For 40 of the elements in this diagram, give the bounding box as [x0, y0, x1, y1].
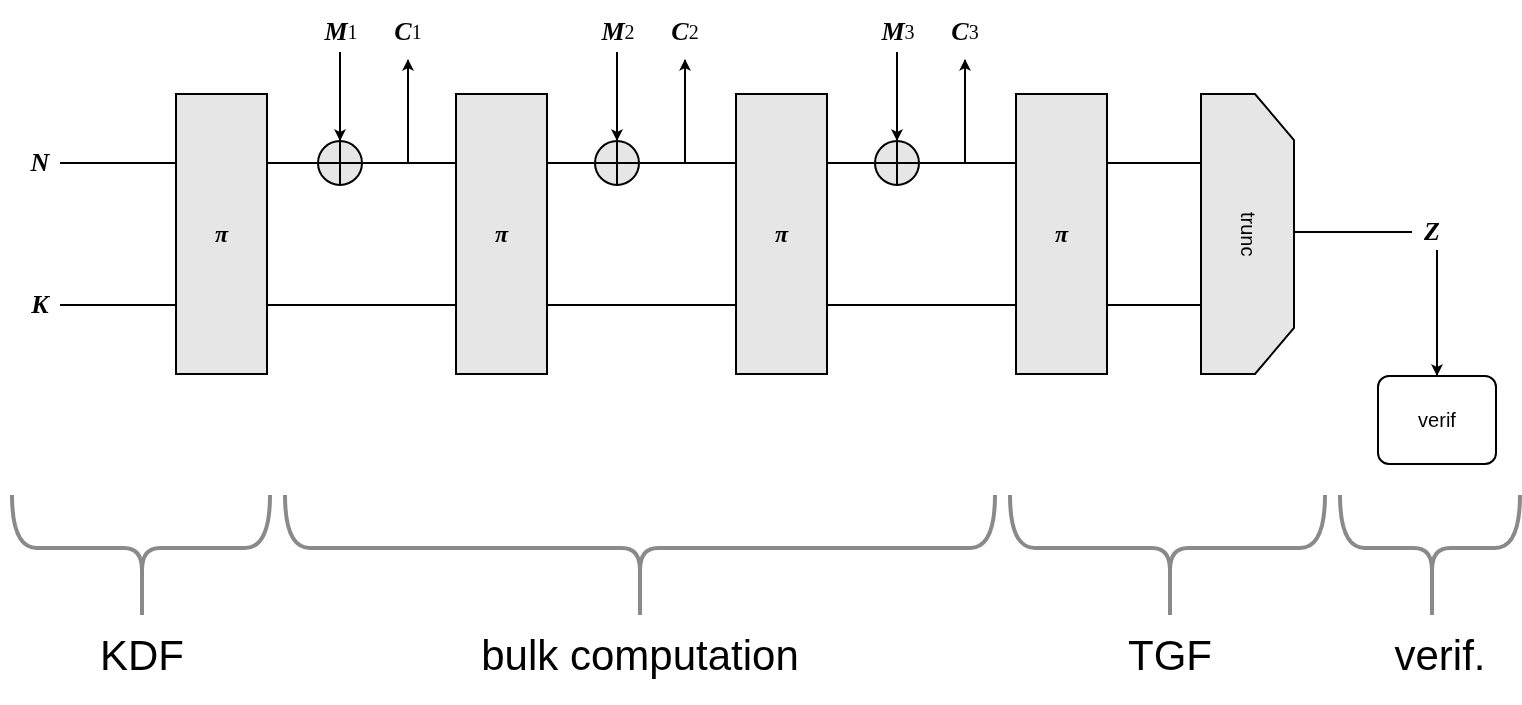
variable-label: N [20, 145, 60, 181]
connector-line [267, 162, 318, 164]
connector-line [547, 304, 736, 306]
connector-line [1107, 162, 1201, 164]
connector-line [59, 304, 176, 306]
permutation-symbol: π [1054, 220, 1069, 248]
connector-line [267, 304, 456, 306]
connector-line [827, 304, 1016, 306]
arrow [891, 51, 903, 141]
permutation-box [455, 93, 548, 375]
arrow [959, 59, 971, 164]
verification-box [1377, 375, 1497, 465]
permutation-symbol: π [494, 220, 509, 248]
truncation-block [1200, 93, 1295, 375]
connector-line [362, 162, 456, 164]
arrow [1431, 249, 1443, 376]
verification-label: verif [1418, 408, 1456, 432]
arrow [611, 51, 623, 141]
connector-line [547, 162, 595, 164]
connector-line [639, 162, 736, 164]
truncation-label: trunc [1236, 211, 1259, 257]
arrow [334, 51, 346, 141]
connector-line [1107, 304, 1201, 306]
phase-label: TGF [1128, 632, 1212, 680]
permutation-box [1015, 93, 1108, 375]
connector-line [59, 162, 176, 164]
permutation-box [175, 93, 268, 375]
phase-label: bulk computation [481, 632, 799, 680]
phase-label: KDF [100, 632, 184, 680]
variable-label: Z [1412, 214, 1452, 250]
variable-label: K [20, 287, 60, 323]
connector-line [827, 162, 875, 164]
permutation-symbol: π [774, 220, 789, 248]
permutation-symbol: π [214, 220, 229, 248]
permutation-box [735, 93, 828, 375]
connector-line [919, 162, 1016, 164]
arrow [402, 59, 414, 164]
phase-label: verif. [1394, 632, 1486, 680]
connector-line [1294, 231, 1413, 233]
arrow [679, 59, 691, 164]
